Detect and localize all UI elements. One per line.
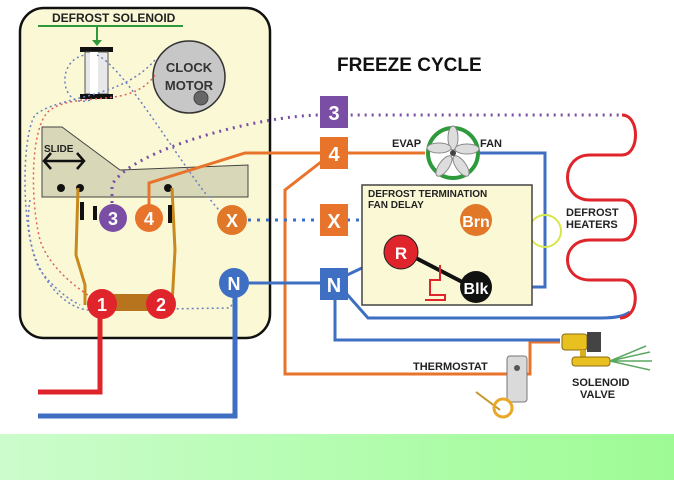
svg-text:N: N [327, 275, 341, 297]
svg-text:MOTOR: MOTOR [165, 78, 214, 93]
slide-arrows-icon [42, 152, 86, 170]
svg-text:4: 4 [144, 209, 154, 229]
wire-orange-thermostat [283, 153, 560, 376]
svg-text:R: R [395, 244, 407, 263]
internal-wire-blue-dotted [27, 54, 236, 311]
thermostat-icon [475, 355, 528, 419]
svg-text:X: X [226, 211, 238, 231]
footer-bar [0, 434, 674, 480]
slide-label: SLIDE [44, 144, 74, 155]
svg-text:3: 3 [108, 209, 118, 229]
terminal-brn[interactable]: Brn [460, 204, 492, 236]
solenoid-valve-label-2: VALVE [580, 389, 615, 401]
contact-arm-left [74, 187, 87, 305]
junction-n[interactable]: N [320, 268, 348, 300]
contact-point [93, 206, 97, 220]
contact-point [80, 202, 84, 220]
junction-3[interactable]: 3 [320, 96, 348, 128]
diagram-title: FREEZE CYCLE [337, 55, 482, 76]
svg-text:X: X [327, 211, 341, 233]
defrost-heaters-label-2: HEATERS [566, 219, 618, 231]
defrost-heaters-label-1: DEFROST [566, 207, 619, 219]
thermostat-label: THERMOSTAT [413, 361, 488, 373]
terminal-1[interactable]: 1 [87, 289, 117, 319]
svg-text:1: 1 [97, 295, 107, 315]
svg-text:4: 4 [328, 144, 340, 166]
contact-point [168, 205, 172, 223]
terminal-x[interactable]: X [217, 205, 247, 235]
terminal-r[interactable]: R [383, 234, 419, 270]
junction-x[interactable]: X [320, 204, 348, 236]
defrost-termination-label: DEFROST TERMINATION [368, 189, 487, 200]
wire-blue-n-heater [343, 291, 631, 320]
internal-wire-red-dotted [32, 74, 156, 303]
wire-blue-n-valve [333, 292, 560, 342]
junction-4[interactable]: 4 [320, 137, 348, 169]
clock-motor: CLOCK MOTOR [152, 40, 226, 114]
solenoid-valve-label-1: SOLENOID [572, 377, 630, 389]
terminal-blk[interactable]: Blk [460, 271, 492, 303]
contact-dot [164, 184, 172, 192]
wire-orange-4 [147, 151, 425, 210]
terminal-4[interactable]: 4 [135, 204, 163, 232]
slide-cam [41, 126, 249, 198]
svg-text:3: 3 [328, 103, 339, 125]
evap-fan-icon [426, 125, 480, 180]
heater-element-icon [425, 265, 446, 301]
wire-purple-dotted [110, 113, 622, 210]
freeze-cycle-diagram: DEFROST SOLENOID CLOCK MOTOR SLIDE [18, 6, 652, 419]
svg-text:N: N [228, 274, 241, 294]
svg-text:Brn: Brn [462, 214, 490, 231]
contact-arm-right [170, 187, 177, 306]
solenoid-valve-icon [561, 332, 652, 371]
defrost-solenoid-label: DEFROST SOLENOID [52, 11, 176, 25]
clock-motor-shaft-icon [193, 90, 209, 106]
defrost-heater-coil [566, 113, 637, 320]
terminal-n[interactable]: N [219, 268, 249, 298]
wire-red-supply [38, 312, 103, 395]
terminal-3[interactable]: 3 [99, 204, 127, 232]
terminal-2[interactable]: 2 [146, 289, 176, 319]
internal-wire-blue2-dotted [24, 59, 156, 306]
defrost-solenoid-arrowhead [92, 40, 102, 46]
contact-dot [57, 184, 65, 192]
solenoid-coil-icon [80, 47, 113, 99]
svg-text:CLOCK: CLOCK [166, 60, 213, 75]
svg-text:2: 2 [156, 295, 166, 315]
fan-delay-label: FAN DELAY [368, 200, 424, 211]
wire-blue-supply [38, 295, 238, 419]
evap-label: EVAP [392, 138, 421, 150]
fan-label: FAN [480, 138, 502, 150]
svg-text:Blk: Blk [464, 281, 489, 298]
